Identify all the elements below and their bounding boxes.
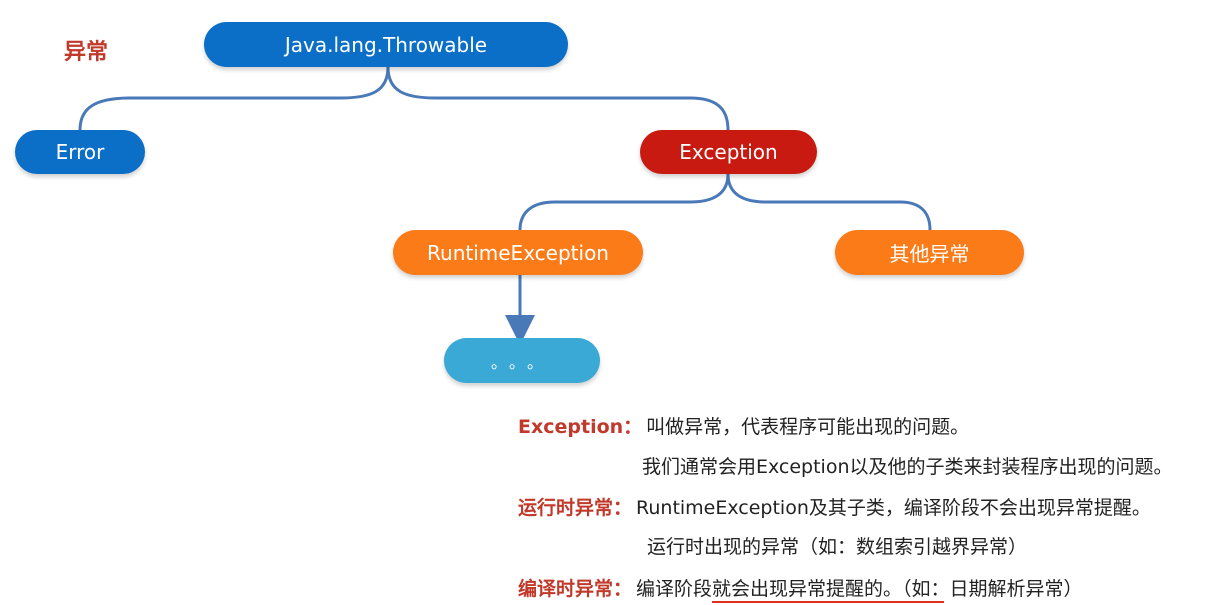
exception-line2: 我们通常会用Exception以及他的子类来封装程序出现的问题。 [642, 456, 1173, 478]
exception-line1: 叫做异常，代表程序可能出现的问题。 [646, 416, 970, 438]
node-throwable: Java.lang.Throwable [204, 22, 568, 67]
node-other-exceptions: 其他异常 [835, 230, 1024, 275]
exception-label: Exception： [518, 416, 643, 438]
connector-exception-runtime [518, 173, 730, 231]
node-more-subclasses: 。。。 [444, 338, 600, 383]
runtime-line2: 运行时出现的异常（如：数组索引越界异常） [647, 536, 1028, 558]
runtime-label: 运行时异常： [518, 497, 633, 519]
compile-line1: 编译阶段就会出现异常提醒的。（如：日期解析异常） [636, 578, 1083, 600]
red-underline [712, 601, 944, 603]
node-error: Error [15, 130, 145, 174]
page-title: 异常 [64, 40, 109, 65]
runtime-description: 运行时异常：RuntimeException及其子类，编译阶段不会出现异常提醒。 [518, 493, 1151, 520]
connector-throwable-error [78, 66, 390, 131]
runtime-line1: RuntimeException及其子类，编译阶段不会出现异常提醒。 [636, 497, 1151, 519]
node-exception: Exception [640, 130, 817, 174]
compile-description: 编译时异常：编译阶段就会出现异常提醒的。（如：日期解析异常） [518, 574, 1083, 601]
exception-description: Exception：叫做异常，代表程序可能出现的问题。 [518, 412, 969, 439]
connector-throwable-exception [386, 66, 730, 131]
node-runtime-exception: RuntimeException [393, 230, 643, 275]
compile-label: 编译时异常： [518, 578, 633, 600]
connector-exception-other [726, 173, 932, 231]
